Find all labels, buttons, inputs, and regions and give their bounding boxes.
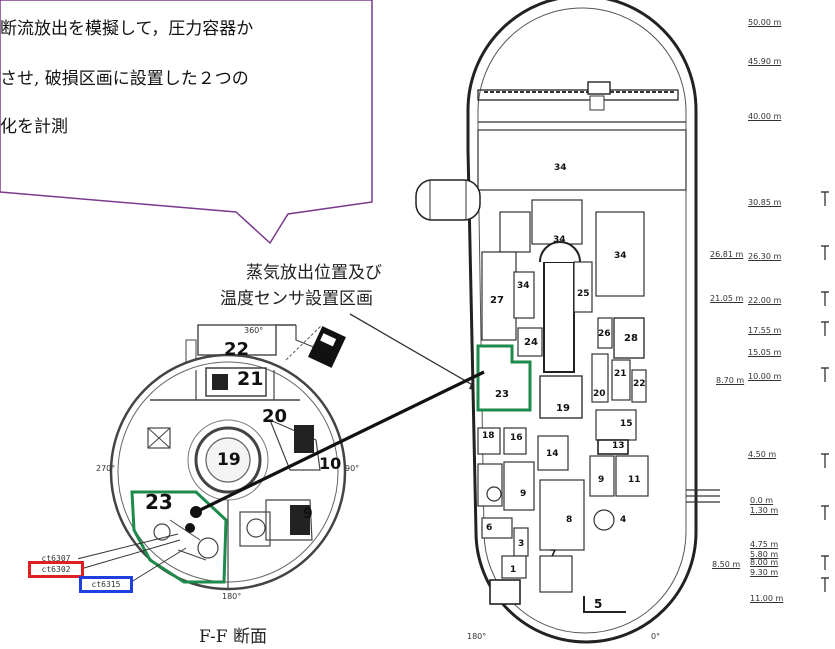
elev-30-85: 30.85 m bbox=[748, 198, 782, 207]
callout-line-1: 断流放出を模擬して，圧力容器か bbox=[0, 19, 254, 39]
sec-room-1: 1 bbox=[510, 565, 517, 575]
elev-15-05: 15.05 m bbox=[748, 348, 782, 357]
floor-plan-caption: F-F 断面 bbox=[199, 627, 267, 647]
sec-room-25: 25 bbox=[577, 289, 590, 299]
fp-angle-180: 180° bbox=[222, 592, 242, 601]
callout-line-2: させ, 破損区画に設置した２つの bbox=[0, 69, 249, 89]
annotation-line-1: 蒸気放出位置及び bbox=[246, 263, 382, 283]
sec-room-23: 23 bbox=[495, 389, 509, 400]
sec-angle-180: 180° bbox=[467, 632, 487, 641]
elev-4-75: 4.75 m bbox=[750, 540, 779, 549]
elev-0-0: 0.0 m bbox=[750, 496, 774, 505]
fp-room-22: 22 bbox=[224, 339, 250, 360]
elev-17-55: 17.55 m bbox=[748, 326, 782, 335]
sec-room-19: 19 bbox=[556, 403, 570, 414]
sec-angle-0: 0° bbox=[651, 632, 661, 641]
sec-room-13: 13 bbox=[612, 441, 625, 451]
sec-room-7: 7 bbox=[550, 549, 557, 559]
elev-45-90: 45.90 m bbox=[748, 57, 782, 66]
sensor-ct6315: ct6315 bbox=[79, 576, 133, 593]
sec-room-9b: 9 bbox=[520, 489, 527, 499]
sec-room-4: 4 bbox=[620, 515, 627, 525]
elev-50-00: 50.00 m bbox=[748, 18, 782, 27]
sec-room-6: 6 bbox=[486, 523, 493, 533]
sensor-ct6302: ct6302 bbox=[28, 561, 84, 578]
elev-8-00: 8.00 m bbox=[750, 558, 779, 567]
sec-room-34d: 34 bbox=[517, 281, 530, 291]
sec-room-21: 21 bbox=[614, 369, 627, 379]
elev-4-50: 4.50 m bbox=[748, 450, 777, 459]
sec-room-5: 5 bbox=[594, 597, 603, 611]
sec-room-16: 16 bbox=[510, 433, 523, 443]
sec-room-27: 27 bbox=[490, 295, 504, 306]
sec-room-8: 8 bbox=[566, 515, 573, 525]
sec-room-22: 22 bbox=[633, 379, 646, 389]
elev-10-00: 10.00 m bbox=[748, 372, 782, 381]
elev-5-80: 5.80 m bbox=[750, 550, 779, 559]
elev-26-81: 26.81 m bbox=[710, 250, 744, 259]
elev-21-05: 21.05 m bbox=[710, 294, 744, 303]
sec-room-26: 26 bbox=[598, 329, 611, 339]
annotation-line-2: 温度センサ設置区画 bbox=[220, 289, 373, 309]
elev-26-30: 26.30 m bbox=[748, 252, 782, 261]
sec-room-3: 3 bbox=[518, 539, 525, 549]
callout-line-3: 化を計測 bbox=[0, 117, 68, 137]
sec-room-11: 11 bbox=[628, 475, 641, 485]
elev-8-70: 8.70 m bbox=[716, 376, 745, 385]
fp-angle-360: 360° bbox=[244, 326, 264, 335]
elev-9-30: 9.30 m bbox=[750, 568, 779, 577]
fp-room-9: 9 bbox=[303, 506, 313, 522]
sec-room-15: 15 bbox=[620, 419, 633, 429]
sec-room-34c: 34 bbox=[614, 251, 627, 261]
sec-room-20: 20 bbox=[593, 389, 606, 399]
fp-room-23: 23 bbox=[145, 490, 173, 514]
elev-40-00: 40.00 m bbox=[748, 112, 782, 121]
elev-8-50: 8.50 m bbox=[712, 560, 741, 569]
sec-room-28: 28 bbox=[624, 333, 638, 344]
sec-room-18: 18 bbox=[482, 431, 495, 441]
sec-room-9a: 9 bbox=[598, 475, 605, 485]
sec-room-34b: 34 bbox=[553, 235, 566, 245]
fp-angle-270: 270° bbox=[96, 464, 116, 473]
sec-room-34a: 34 bbox=[554, 163, 567, 173]
sec-room-14: 14 bbox=[546, 449, 559, 459]
elev-1-30: 1.30 m bbox=[750, 506, 779, 515]
elev-22-00: 22.00 m bbox=[748, 296, 782, 305]
elev-11-00: 11.00 m bbox=[750, 594, 784, 603]
sec-room-24: 24 bbox=[524, 337, 538, 348]
